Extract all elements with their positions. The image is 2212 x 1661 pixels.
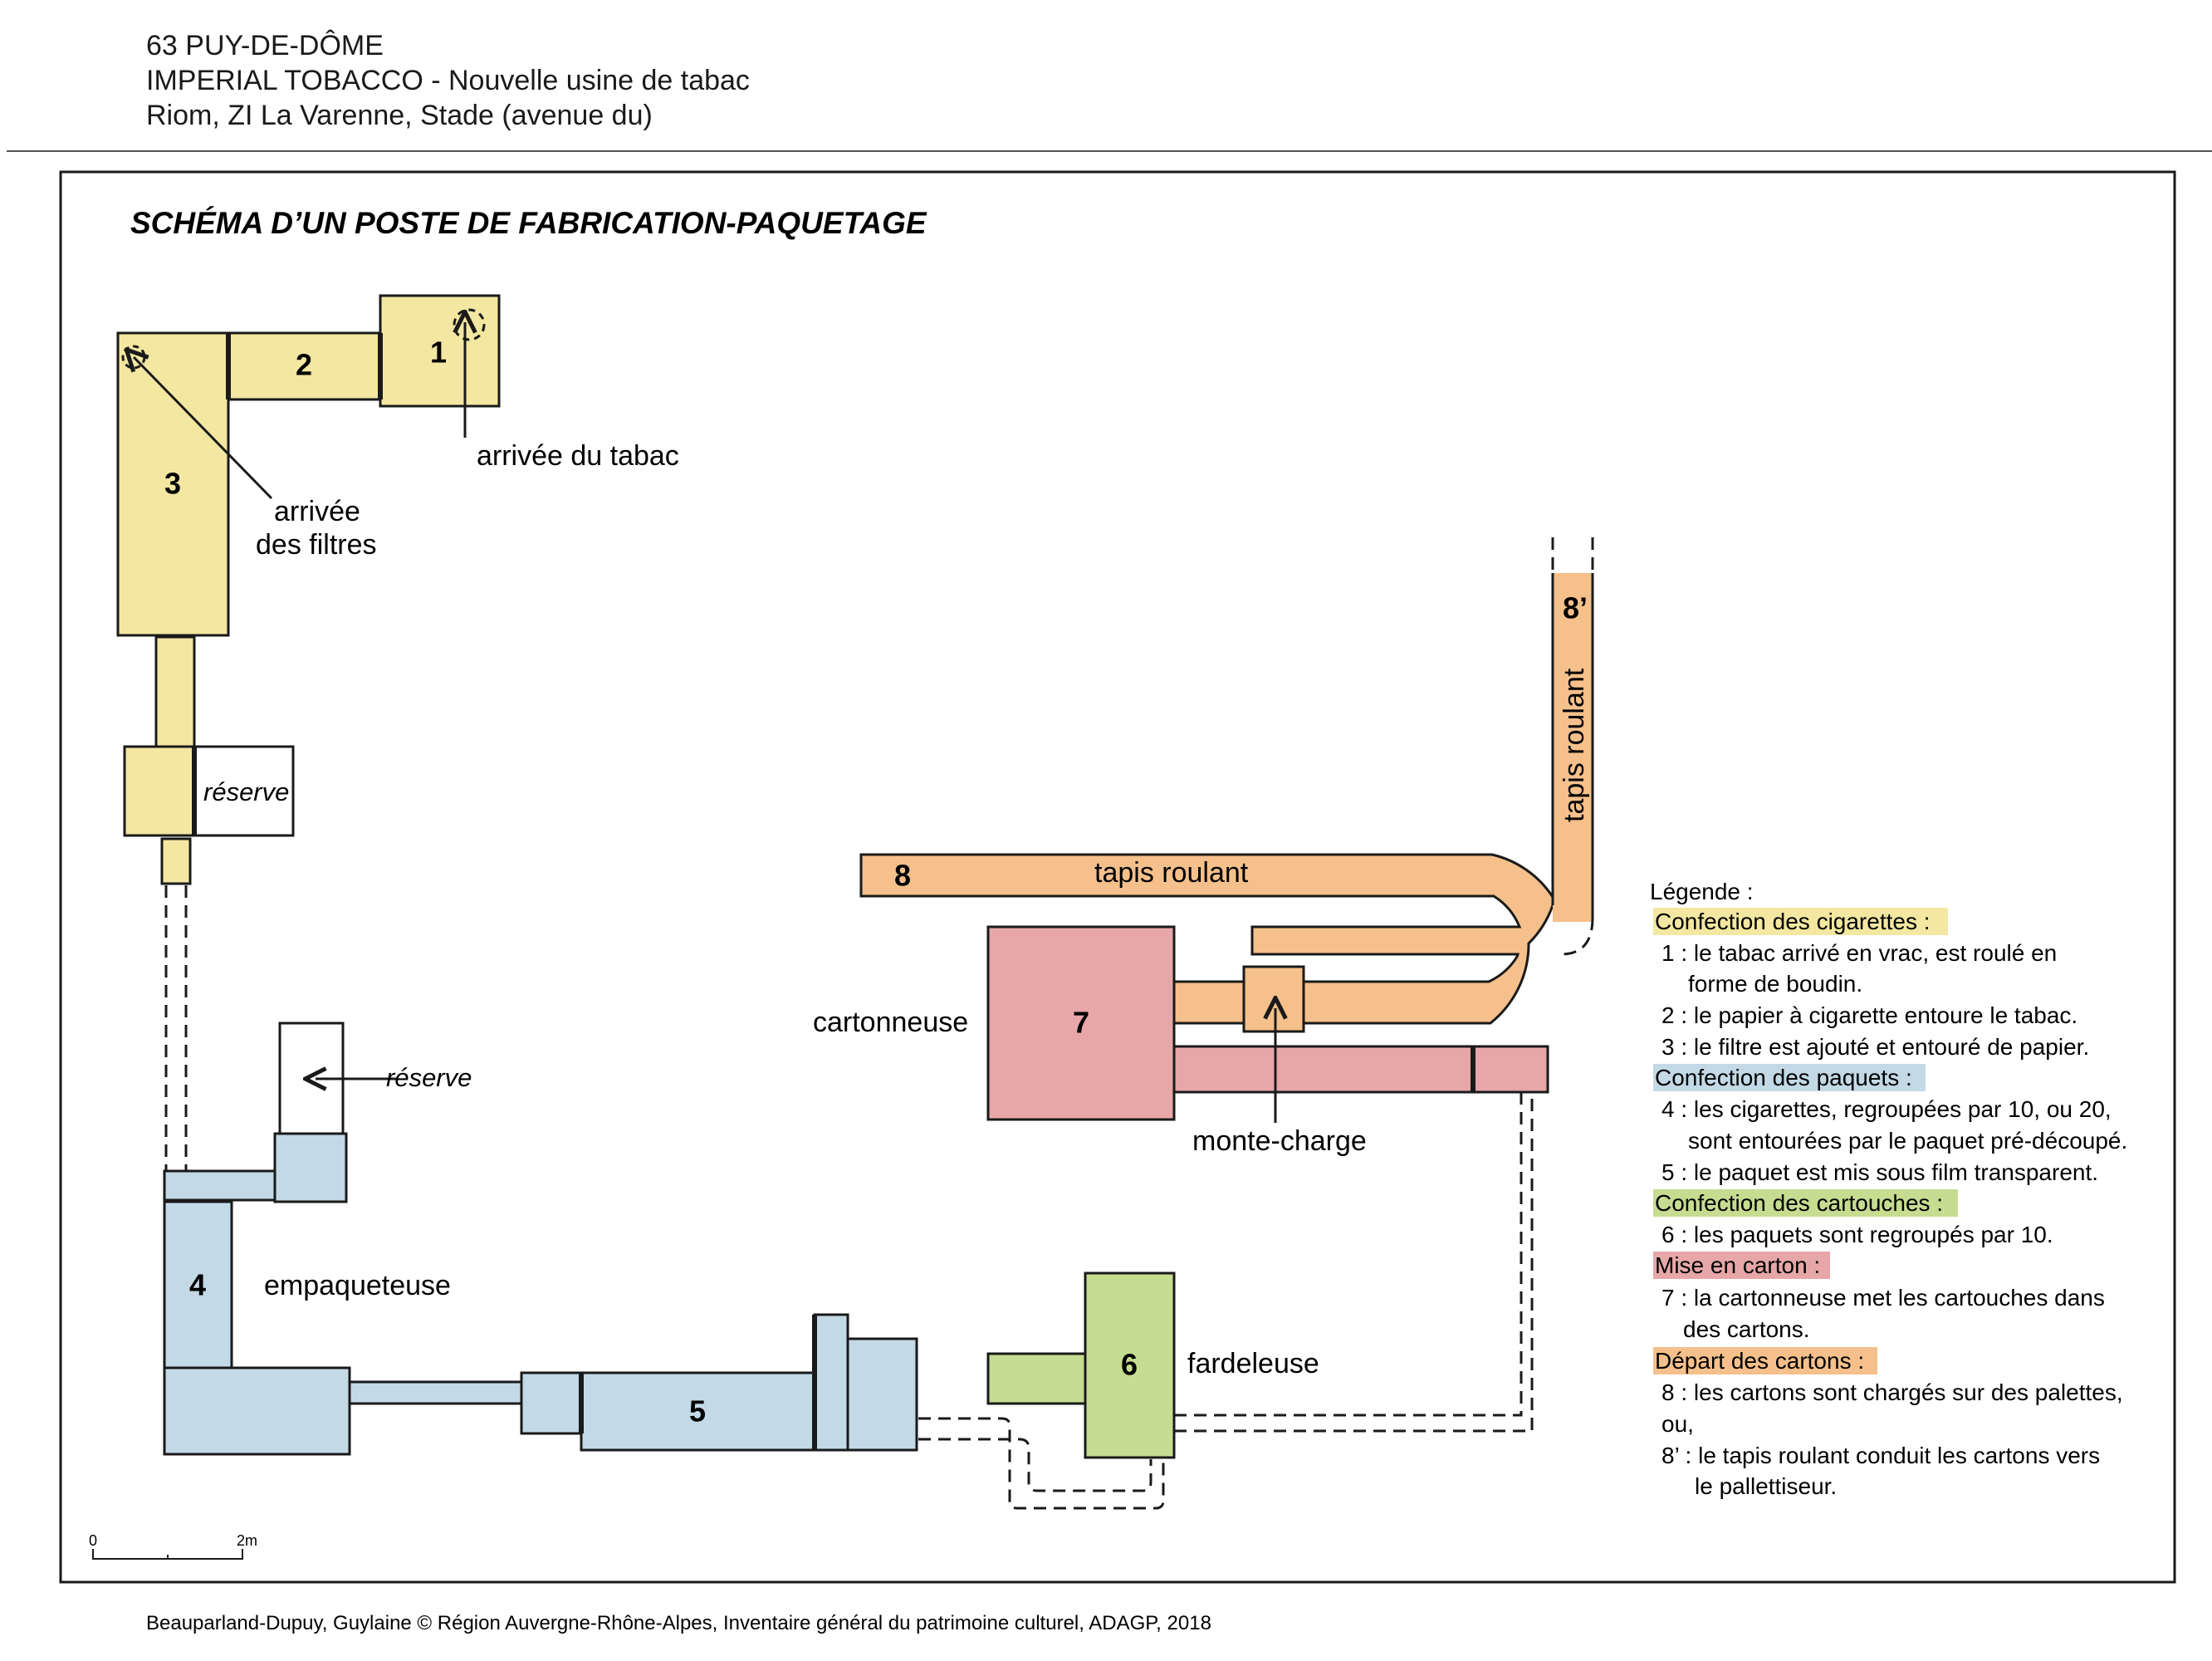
- legend-item: le pallettiseur.: [1695, 1473, 1837, 1499]
- machine-5-feeder: [520, 1371, 583, 1435]
- buffer-yellow: [123, 745, 196, 837]
- header-address: Riom, ZI La Varenne, Stade (avenue du): [146, 100, 653, 131]
- tapis-horizontal-label: tapis roulant: [1094, 857, 1249, 889]
- reserve-top-label: réserve: [203, 777, 289, 806]
- machine-3: [116, 331, 230, 637]
- header-site: IMPERIAL TOBACCO - Nouvelle usine de tab…: [146, 65, 750, 96]
- conveyor-8-number: 8: [894, 859, 911, 893]
- departure-section: 8 tapis roulant 8’ tapis roulant: [859, 537, 1594, 1033]
- monte-charge-label: monte-charge: [1192, 1125, 1367, 1157]
- legend-item: forme de boudin.: [1688, 971, 1862, 997]
- legend-item: 8 : les cartons sont chargés sur des pal…: [1661, 1379, 2123, 1405]
- machine-4-number: 4: [189, 1268, 206, 1302]
- link-green-red-inner: [1174, 1092, 1523, 1417]
- legend-item: 8’ : le tapis roulant conduit les carton…: [1661, 1443, 2100, 1468]
- feeder-conveyor: [163, 1169, 276, 1202]
- tapis-vertical-label: tapis roulant: [1559, 668, 1590, 822]
- legend-title: Légende :: [1650, 879, 1754, 904]
- legend-heading-carton: Mise en carton :: [1655, 1252, 1820, 1278]
- machine-1-number: 1: [430, 336, 447, 370]
- legend-item: des cartons.: [1683, 1316, 1810, 1342]
- arrivee-filtres-label-1: arrivée: [274, 496, 360, 527]
- legend-item: 3 : le filtre est ajouté et entouré de p…: [1661, 1034, 2089, 1060]
- arrivee-filtres-label-2: des filtres: [256, 529, 377, 561]
- legend-item: sont entourées par le paquet pré-découpé…: [1688, 1128, 2127, 1154]
- machine-6-feeder: [986, 1352, 1087, 1405]
- machine-7-number: 7: [1073, 1006, 1089, 1040]
- conveyor-4-5: [348, 1380, 523, 1405]
- machine-6-number: 6: [1121, 1348, 1138, 1382]
- machine-5-number: 5: [689, 1394, 706, 1428]
- legend-heading-depart: Départ des cartons :: [1655, 1348, 1864, 1374]
- legend-swatch-paquets: [1653, 1064, 1926, 1091]
- legend-swatch-carton: [1653, 1252, 1830, 1279]
- conveyor-7-end: [1471, 1045, 1549, 1094]
- machine-2-number: 2: [296, 348, 312, 382]
- arrivee-tabac-label: arrivée du tabac: [477, 440, 679, 472]
- legend-item: 5 : le paquet est mis sous film transpar…: [1661, 1159, 2098, 1185]
- conveyor-8prime: [1553, 573, 1593, 922]
- scale-bar: 0 2m: [89, 1532, 257, 1560]
- machine-5-wrap: [813, 1313, 849, 1452]
- carton-bundle-section: 6 fardeleuse: [986, 1271, 1319, 1459]
- legend-heading-paquets: Confection des paquets :: [1655, 1065, 1912, 1090]
- legend-heading-cartouches: Confection des cartouches :: [1655, 1190, 1943, 1216]
- reserve-feeder: [273, 1132, 348, 1203]
- machine-7: [986, 925, 1176, 1121]
- cartonneuse-label: cartonneuse: [813, 1007, 968, 1038]
- legend-item: ou,: [1661, 1411, 1694, 1437]
- conveyor-7-lift: [1172, 980, 1245, 1025]
- legend-swatch-cartouches: [1653, 1189, 1958, 1217]
- link-blue-green-inner: [918, 1438, 1152, 1492]
- monte-charge: [1242, 965, 1305, 1033]
- legend: Légende : Confection des cigarettes : 1 …: [1650, 879, 2127, 1499]
- conveyor-3-link: [154, 635, 196, 748]
- legend-item: 6 : les paquets sont regroupés par 10.: [1661, 1222, 2053, 1247]
- cigarette-section: 3 2 1 réserve: [116, 294, 501, 885]
- link-blue-green-outer: [918, 1417, 1165, 1510]
- legend-item: 1 : le tabac arrivé en vrac, est roulé e…: [1661, 940, 2057, 966]
- link-green-red-outer: [1174, 1092, 1534, 1433]
- conveyor-8prime-number: 8’: [1563, 591, 1588, 625]
- machine-4-base: [163, 1366, 351, 1456]
- machine-5-output: [846, 1337, 918, 1452]
- empaqueteuse-label: empaqueteuse: [264, 1270, 451, 1301]
- legend-item: 4 : les cigarettes, regroupées par 10, o…: [1661, 1096, 2112, 1122]
- header-department: 63 PUY-DE-DÔME: [146, 30, 384, 61]
- scale-start-label: 0: [89, 1532, 97, 1549]
- legend-swatch-depart: [1653, 1347, 1877, 1374]
- packet-section: réserve 4 empaqueteuse 5: [163, 1022, 918, 1456]
- reserve-mid-label: réserve: [386, 1063, 472, 1092]
- machine-3-number: 3: [164, 467, 181, 501]
- credit-line: Beauparland-Dupuy, Guylaine © Région Auv…: [146, 1612, 1211, 1634]
- legend-item: 2 : le papier à cigarette entoure le tab…: [1661, 1002, 2077, 1028]
- machine-6: [1084, 1271, 1176, 1459]
- legend-swatch-cigarettes: [1653, 908, 1948, 935]
- yellow-outlet: [160, 837, 192, 885]
- legend-heading-cigarettes: Confection des cigarettes :: [1655, 909, 1931, 934]
- diagram-title: SCHÉMA D’UN POSTE DE FABRICATION-PAQUETA…: [130, 206, 927, 240]
- fardeleuse-label: fardeleuse: [1187, 1348, 1319, 1379]
- scale-end-label: 2m: [237, 1532, 257, 1549]
- legend-item: 7 : la cartonneuse met les cartouches da…: [1661, 1285, 2105, 1311]
- conveyor-8prime-curve: [1560, 917, 1594, 956]
- machine-1: [379, 294, 501, 408]
- diagram-frame: [59, 170, 2176, 1584]
- header-block: 63 PUY-DE-DÔME IMPERIAL TOBACCO - Nouvel…: [146, 30, 750, 131]
- filter-arrow: [134, 357, 273, 500]
- carton-section: 7 cartonneuse monte-charge: [813, 925, 1549, 1157]
